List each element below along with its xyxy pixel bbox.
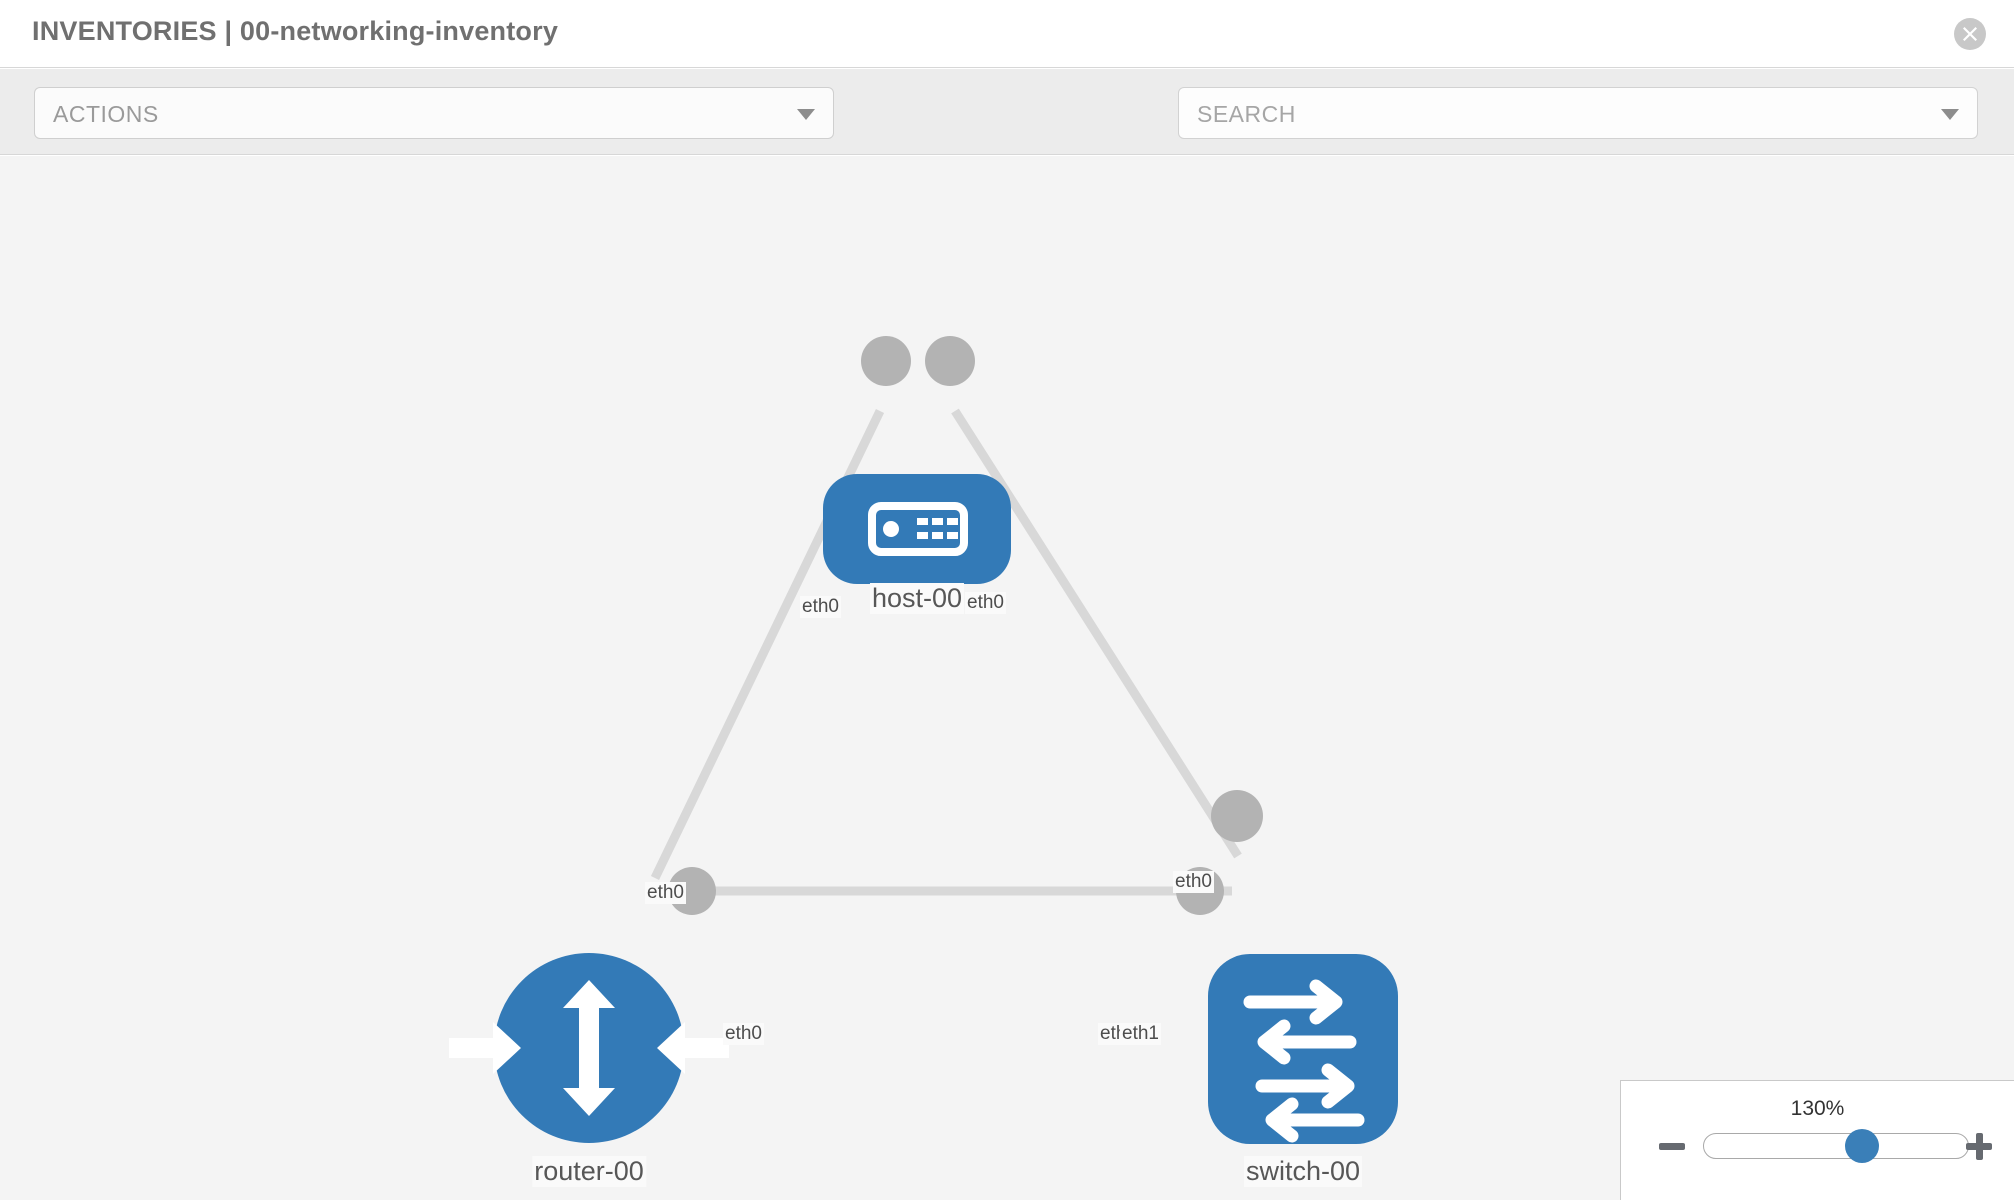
iface-label: eth1 — [1120, 1023, 1161, 1045]
topology-graph — [449, 336, 1398, 1144]
page-title: INVENTORIES | 00-networking-inventory — [32, 16, 559, 46]
page-header: INVENTORIES | 00-networking-inventory — [0, 0, 2014, 68]
connector-host00-right — [925, 336, 975, 386]
zoom-percent-label: 130% — [1790, 1097, 1845, 1120]
router-arrows-icon — [449, 980, 729, 1116]
node-switch-00 — [1208, 954, 1398, 1144]
node-label-host-00: host-00 — [869, 583, 965, 614]
node-host-00 — [823, 474, 1011, 584]
chevron-down-icon[interactable] — [1941, 109, 1959, 120]
toolbar: ACTIONS SEARCH — [0, 69, 2014, 200]
actions-dropdown-label: ACTIONS — [53, 101, 159, 127]
actions-dropdown[interactable]: ACTIONS — [34, 87, 834, 139]
iface-label: eth0 — [800, 596, 841, 618]
iface-label: eth0 — [645, 882, 686, 904]
edge-host00-switch00 — [951, 408, 1242, 859]
iface-label: eth0 — [965, 592, 1006, 614]
connector-switch00-top — [1211, 790, 1263, 842]
node-label-switch-00: switch-00 — [1243, 1156, 1363, 1187]
node-label-router-00: router-00 — [532, 1156, 646, 1187]
search-input[interactable]: SEARCH — [1178, 87, 1978, 139]
node-router-00 — [449, 953, 729, 1143]
zoom-control-panel: 130% — [1620, 1080, 2014, 1200]
switch-arrows-icon — [1243, 979, 1365, 1143]
search-placeholder: SEARCH — [1197, 101, 1296, 127]
connector-host00-left — [861, 336, 911, 386]
close-icon[interactable] — [1954, 18, 1986, 50]
chevron-down-icon — [797, 109, 815, 120]
zoom-slider-thumb[interactable] — [1845, 1129, 1880, 1163]
iface-label: eth0 — [723, 1023, 764, 1045]
topology-connectors — [668, 336, 1263, 915]
server-icon — [868, 502, 968, 556]
topology-canvas[interactable]: eth0 eth0 eth0 eth0 eth0 eth0 eth1 host-… — [0, 156, 2014, 1200]
minus-icon[interactable] — [1657, 1131, 1687, 1161]
plus-icon[interactable] — [1964, 1131, 1994, 1161]
iface-label: eth0 — [1173, 871, 1214, 893]
zoom-slider[interactable] — [1703, 1129, 1969, 1163]
